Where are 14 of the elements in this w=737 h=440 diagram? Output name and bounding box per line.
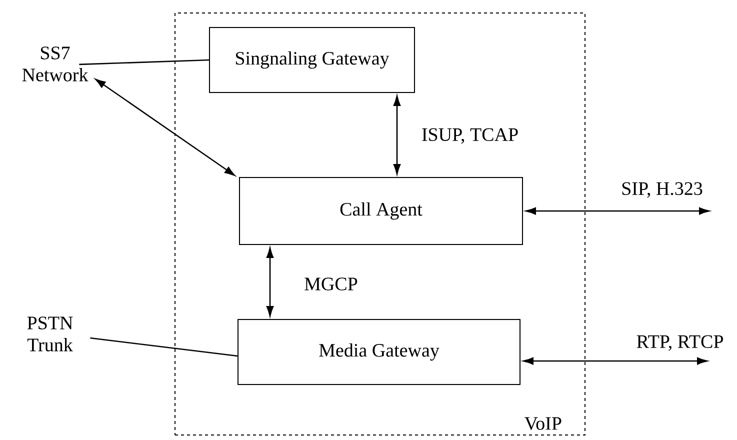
arrow [523,357,708,365]
arrow [266,248,274,316]
arrow [95,78,235,176]
endpoint-label: PSTN Trunk [27,316,73,352]
process-box: Call Agent [239,177,523,245]
edge-label: MGCP [303,276,359,292]
process-box: Singnaling Gateway [209,27,415,93]
edge-label: RTP, RTCP [635,334,725,352]
process-box: Media Gateway [238,319,520,385]
arrow [393,96,401,174]
edge-label: SIP, H.323 [620,181,704,199]
edge-label: ISUP, TCAP [420,127,520,145]
arrow [526,207,710,215]
endpoint-label: SS7 Network [22,46,88,82]
